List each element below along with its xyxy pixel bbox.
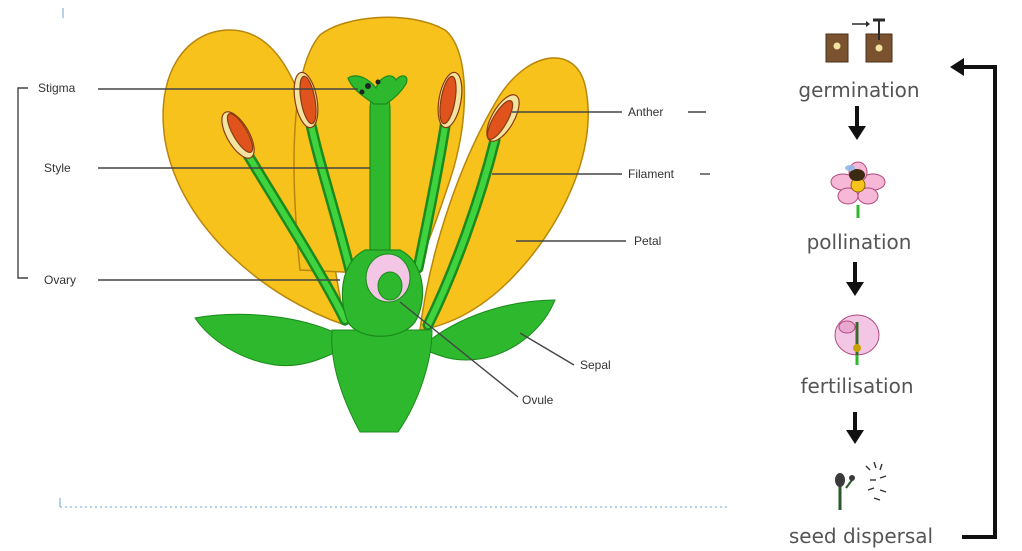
- dandelion-seeds-icon: [835, 462, 886, 510]
- bee-on-flower-icon: [831, 162, 885, 218]
- down-arrow-icon: [846, 412, 864, 444]
- style: [370, 95, 390, 255]
- stage-label-fertilisation: fertilisation: [800, 374, 913, 398]
- sepal-left: [195, 314, 340, 365]
- down-arrow-icon: [846, 262, 864, 296]
- label-bracket: [18, 88, 28, 278]
- pollen-dot: [376, 80, 381, 85]
- label-sepal: Sepal: [580, 358, 611, 372]
- label-petal: Petal: [634, 234, 661, 248]
- ovule-core: [378, 272, 402, 300]
- label-stigma: Stigma: [38, 81, 76, 95]
- pollen-tube-flower-icon: [835, 315, 879, 365]
- label-ovule: Ovule: [522, 393, 554, 407]
- receptacle: [332, 330, 432, 432]
- life-cycle: germination pollination: [789, 20, 995, 548]
- label-ovary: Ovary: [44, 273, 76, 287]
- label-anther: Anther: [628, 105, 663, 119]
- label-style: Style: [44, 161, 71, 175]
- stage-label-germination: germination: [798, 78, 919, 102]
- label-filament: Filament: [628, 167, 675, 181]
- stage-label-seed-dispersal: seed dispersal: [789, 524, 933, 548]
- pollen-dot: [365, 83, 371, 89]
- pollen-dot: [360, 90, 365, 95]
- stage-label-pollination: pollination: [807, 230, 912, 254]
- cycle-return-arrow: [950, 58, 995, 537]
- seedling-pots-icon: [826, 20, 892, 62]
- sepal-leader: [520, 333, 574, 365]
- flower-diagram: Stigma Style Ovary Anther Filament Petal…: [18, 17, 710, 432]
- down-arrow-icon: [848, 106, 866, 140]
